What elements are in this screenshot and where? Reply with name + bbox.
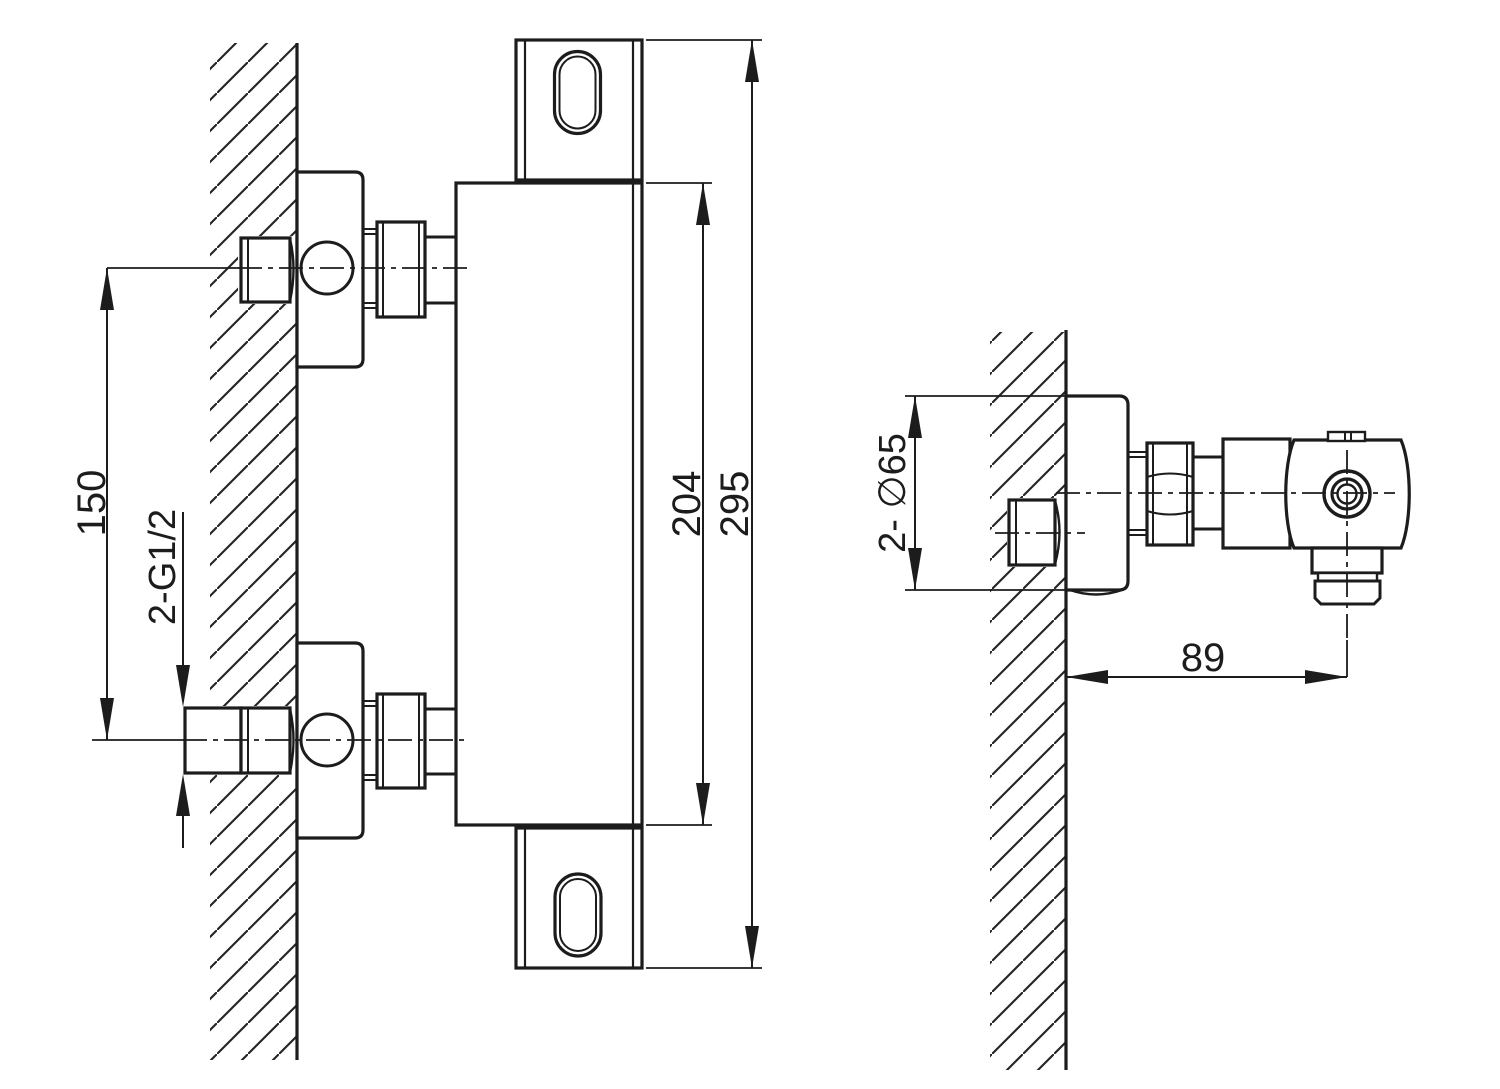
dimension-flange: 2- ∅65: [872, 395, 1066, 591]
bottom-plug-arc: [288, 708, 295, 773]
dimension-204: 204: [646, 182, 712, 826]
dim-295-label: 295: [713, 471, 757, 538]
arrow-up-icon: [745, 40, 759, 82]
bottom-slot-outer: [553, 872, 603, 958]
side-union-nut: [1145, 441, 1195, 547]
arrow-up-icon: [908, 396, 922, 438]
bottom-slot-inner: [559, 878, 597, 952]
side-nut-facet: [1146, 510, 1194, 516]
side-view: 2- ∅65 89: [872, 330, 1411, 1070]
dimension-150: 150: [70, 267, 240, 741]
bottom-union-nut: [375, 692, 427, 790]
arrow-down-icon: [908, 548, 922, 590]
arrow-up-icon: [696, 183, 710, 225]
arrow-down-icon: [696, 783, 710, 825]
dim-thread-label: 2-G1/2: [142, 509, 184, 625]
arrow-down-icon: [100, 698, 114, 740]
dim-204-label: 204: [665, 471, 709, 538]
arrow-down-icon: [176, 665, 190, 707]
top-slot-outer: [552, 49, 603, 136]
wall-hatch-front: [210, 43, 297, 1060]
arrow-up-icon: [176, 774, 190, 816]
arrow-up-icon: [100, 268, 114, 310]
top-slot-inner: [558, 55, 597, 130]
dimension-295: 295: [646, 39, 762, 969]
side-top-tab: [1326, 430, 1367, 443]
side-nut-facet: [1146, 472, 1194, 478]
arrow-right-icon: [1305, 670, 1347, 684]
side-escutcheon-bottom-arc: [1069, 588, 1123, 596]
arrow-down-icon: [745, 926, 759, 968]
dim-flange-label: 2- ∅65: [872, 433, 914, 553]
top-plug-arc: [288, 238, 295, 302]
dim-150-label: 150: [70, 470, 114, 537]
dim-89-label: 89: [1181, 636, 1226, 680]
dimension-thread: 2-G1/2: [142, 509, 190, 848]
top-plug: [239, 236, 292, 304]
arrow-left-icon: [1066, 670, 1108, 684]
wall-hatch-side: [990, 332, 1066, 1070]
front-view: 150 2-G1/2 204 295: [70, 38, 762, 1060]
dimension-89: 89: [1066, 636, 1347, 684]
top-union-nut: [375, 220, 427, 319]
valve-body: [454, 181, 644, 827]
